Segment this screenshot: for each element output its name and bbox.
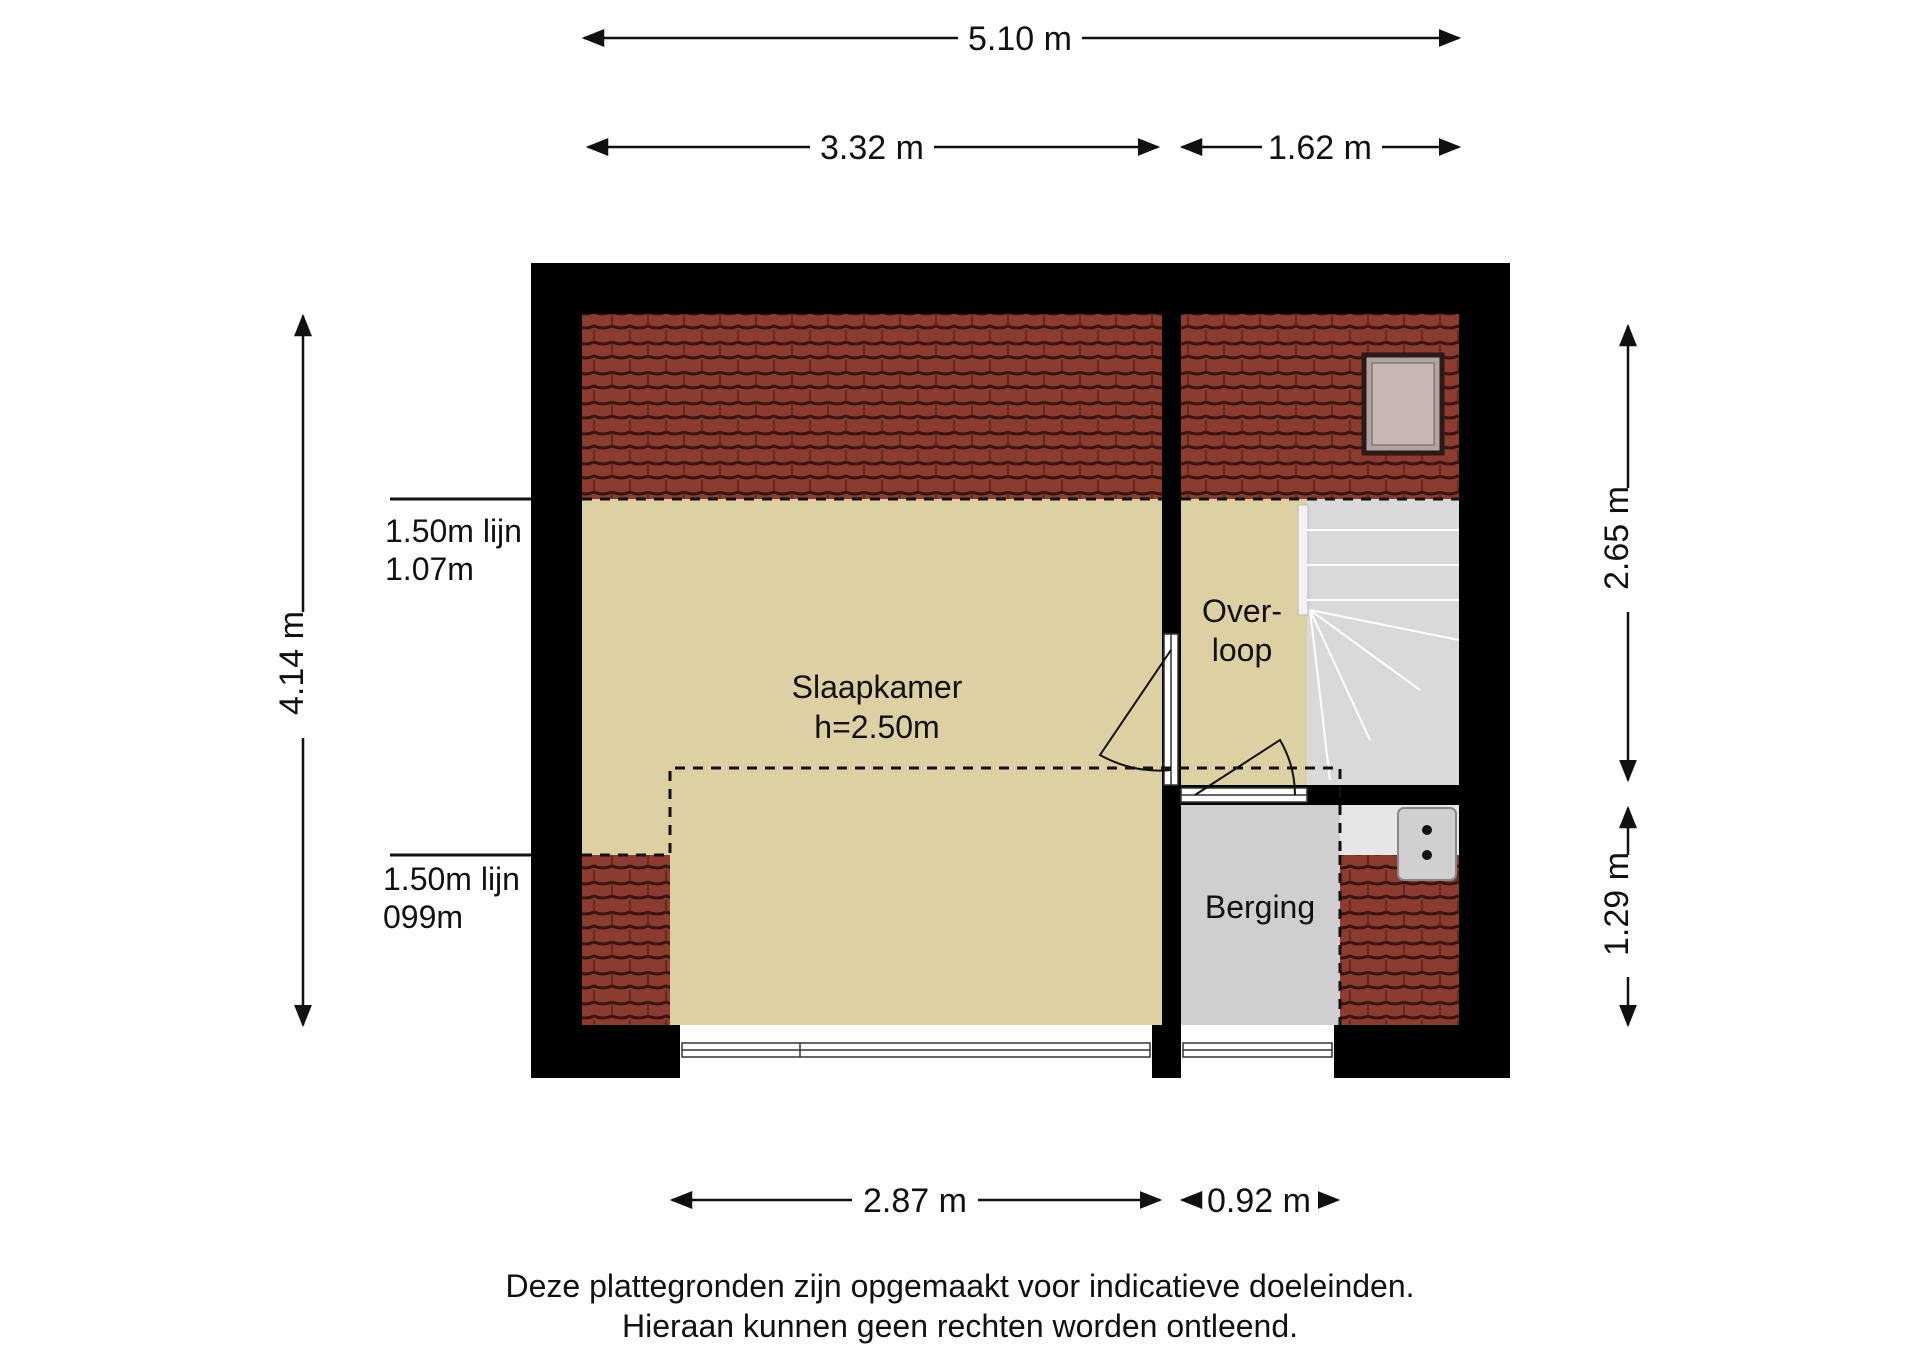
dim-top-right: 1.62 m — [1268, 129, 1372, 167]
overloop-floor — [1181, 499, 1307, 785]
roof-tiles-bottom-left — [582, 855, 670, 1025]
slaapkamer-floor — [582, 499, 1162, 1025]
tap-icon — [1422, 825, 1432, 835]
stair-railing — [1297, 504, 1309, 616]
room-slaapkamer-height: h=2.50m — [814, 709, 939, 745]
height-line-dashed — [582, 497, 1459, 1025]
door-swing-berging — [1194, 738, 1296, 796]
drain-icon — [1422, 850, 1432, 860]
dim-top-total: 5.10 m — [968, 20, 1072, 58]
dim-bottom-right: 0.92 m — [1207, 1182, 1311, 1220]
room-overloop-line2: loop — [1212, 632, 1273, 668]
dim-right-lower: 1.29 m — [1598, 852, 1636, 956]
disclaimer-line-2: Hieraan kunnen geen rechten worden ontle… — [621, 1308, 1299, 1344]
height-line-upper-label: 1.50m lijn — [385, 513, 522, 549]
dim-left-total: 4.14 m — [273, 611, 311, 715]
stair-steps — [1307, 529, 1460, 781]
berging-floor — [1181, 805, 1340, 1025]
interior-wall-vertical-upper — [1162, 314, 1181, 634]
height-line-upper-value: 1.07m — [385, 551, 474, 587]
window-berging — [1181, 1025, 1334, 1078]
room-slaapkamer-name: Slaapkamer — [792, 669, 963, 705]
window-slaapkamer — [680, 1025, 1152, 1078]
stair — [1307, 499, 1459, 785]
roof-tiles-top-left — [582, 314, 1162, 499]
room-berging-name: Berging — [1205, 889, 1315, 925]
dim-right-upper: 2.65 m — [1598, 486, 1636, 590]
dim-bottom-left: 2.87 m — [863, 1182, 967, 1220]
interior-wall-horizontal — [1307, 785, 1459, 805]
dim-top-left: 3.32 m — [820, 129, 924, 167]
height-line-lower-label: 1.50m lijn — [383, 861, 520, 897]
room-overloop-line1: Over- — [1202, 593, 1282, 629]
height-line-lower-value: 099m — [383, 899, 463, 935]
roof-tiles-bottom-right — [1340, 855, 1459, 1025]
disclaimer-line-1: Deze plattegronden zijn opgemaakt voor i… — [505, 1268, 1415, 1304]
interior-wall-vertical-lower — [1162, 785, 1181, 1078]
sink — [1397, 807, 1457, 881]
